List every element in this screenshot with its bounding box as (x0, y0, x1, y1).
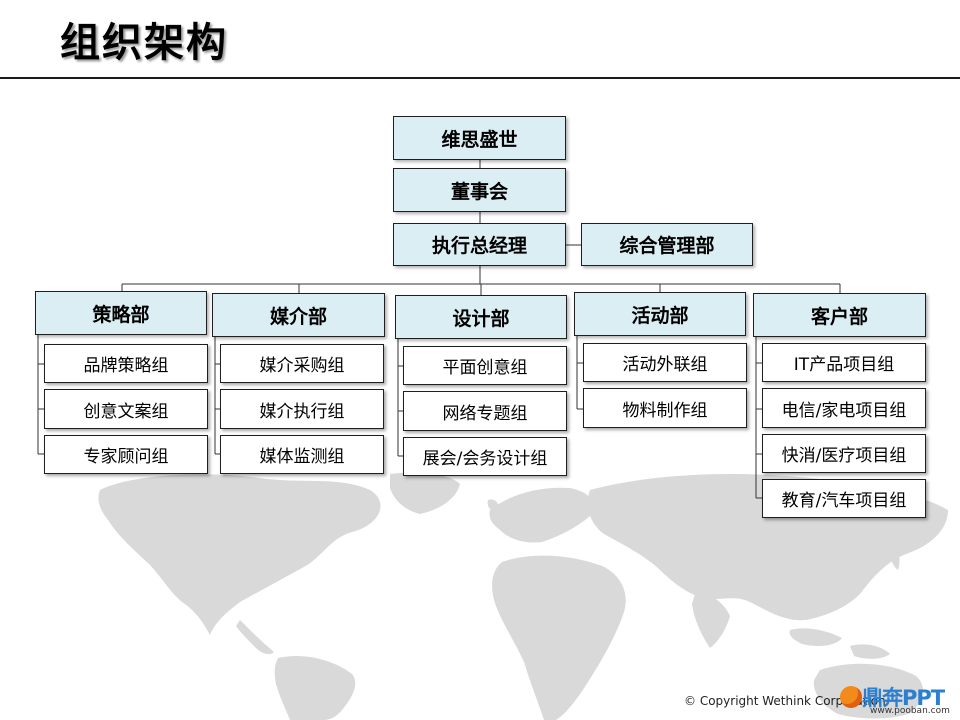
dept-design-box: 设计部 (395, 295, 567, 339)
group-box: 品牌策略组 (44, 344, 208, 383)
logo-text: 鼎奔PPT (862, 686, 945, 710)
group-box: 网络专题组 (403, 391, 567, 431)
group-box: 媒体监测组 (220, 435, 384, 474)
org-root-box: 维思盛世 (393, 116, 566, 160)
group-box: 物料制作组 (583, 388, 747, 428)
group-box: 创意文案组 (44, 389, 208, 429)
group-box: 专家顾问组 (44, 435, 208, 474)
brand-logo: 鼎奔PPT www.pooban.com (840, 682, 960, 720)
logo-url: www.pooban.com (870, 706, 950, 716)
group-box: 媒介采购组 (220, 344, 384, 383)
title-divider (0, 77, 960, 79)
group-box: 快消/医疗项目组 (762, 434, 926, 473)
logo-icon (840, 686, 862, 708)
group-box: 展会/会务设计组 (403, 437, 567, 476)
org-admin-box: 综合管理部 (581, 223, 753, 266)
group-box: 平面创意组 (403, 346, 567, 385)
dept-events-box: 活动部 (574, 292, 746, 336)
org-ceo-box: 执行总经理 (393, 223, 566, 266)
copyright-text: © Copyright Wethink Corporation (684, 694, 886, 708)
page-title: 组织架构 (60, 20, 228, 66)
group-box: 媒介执行组 (220, 389, 384, 429)
group-box: 活动外联组 (583, 343, 747, 382)
dept-media-box: 媒介部 (212, 293, 385, 337)
group-box: 教育/汽车项目组 (762, 479, 926, 518)
group-box: IT产品项目组 (762, 343, 926, 382)
dept-clients-box: 客户部 (753, 293, 926, 337)
group-box: 电信/家电项目组 (762, 388, 926, 428)
org-board-box: 董事会 (393, 168, 566, 212)
dept-strategy-box: 策略部 (35, 291, 207, 335)
